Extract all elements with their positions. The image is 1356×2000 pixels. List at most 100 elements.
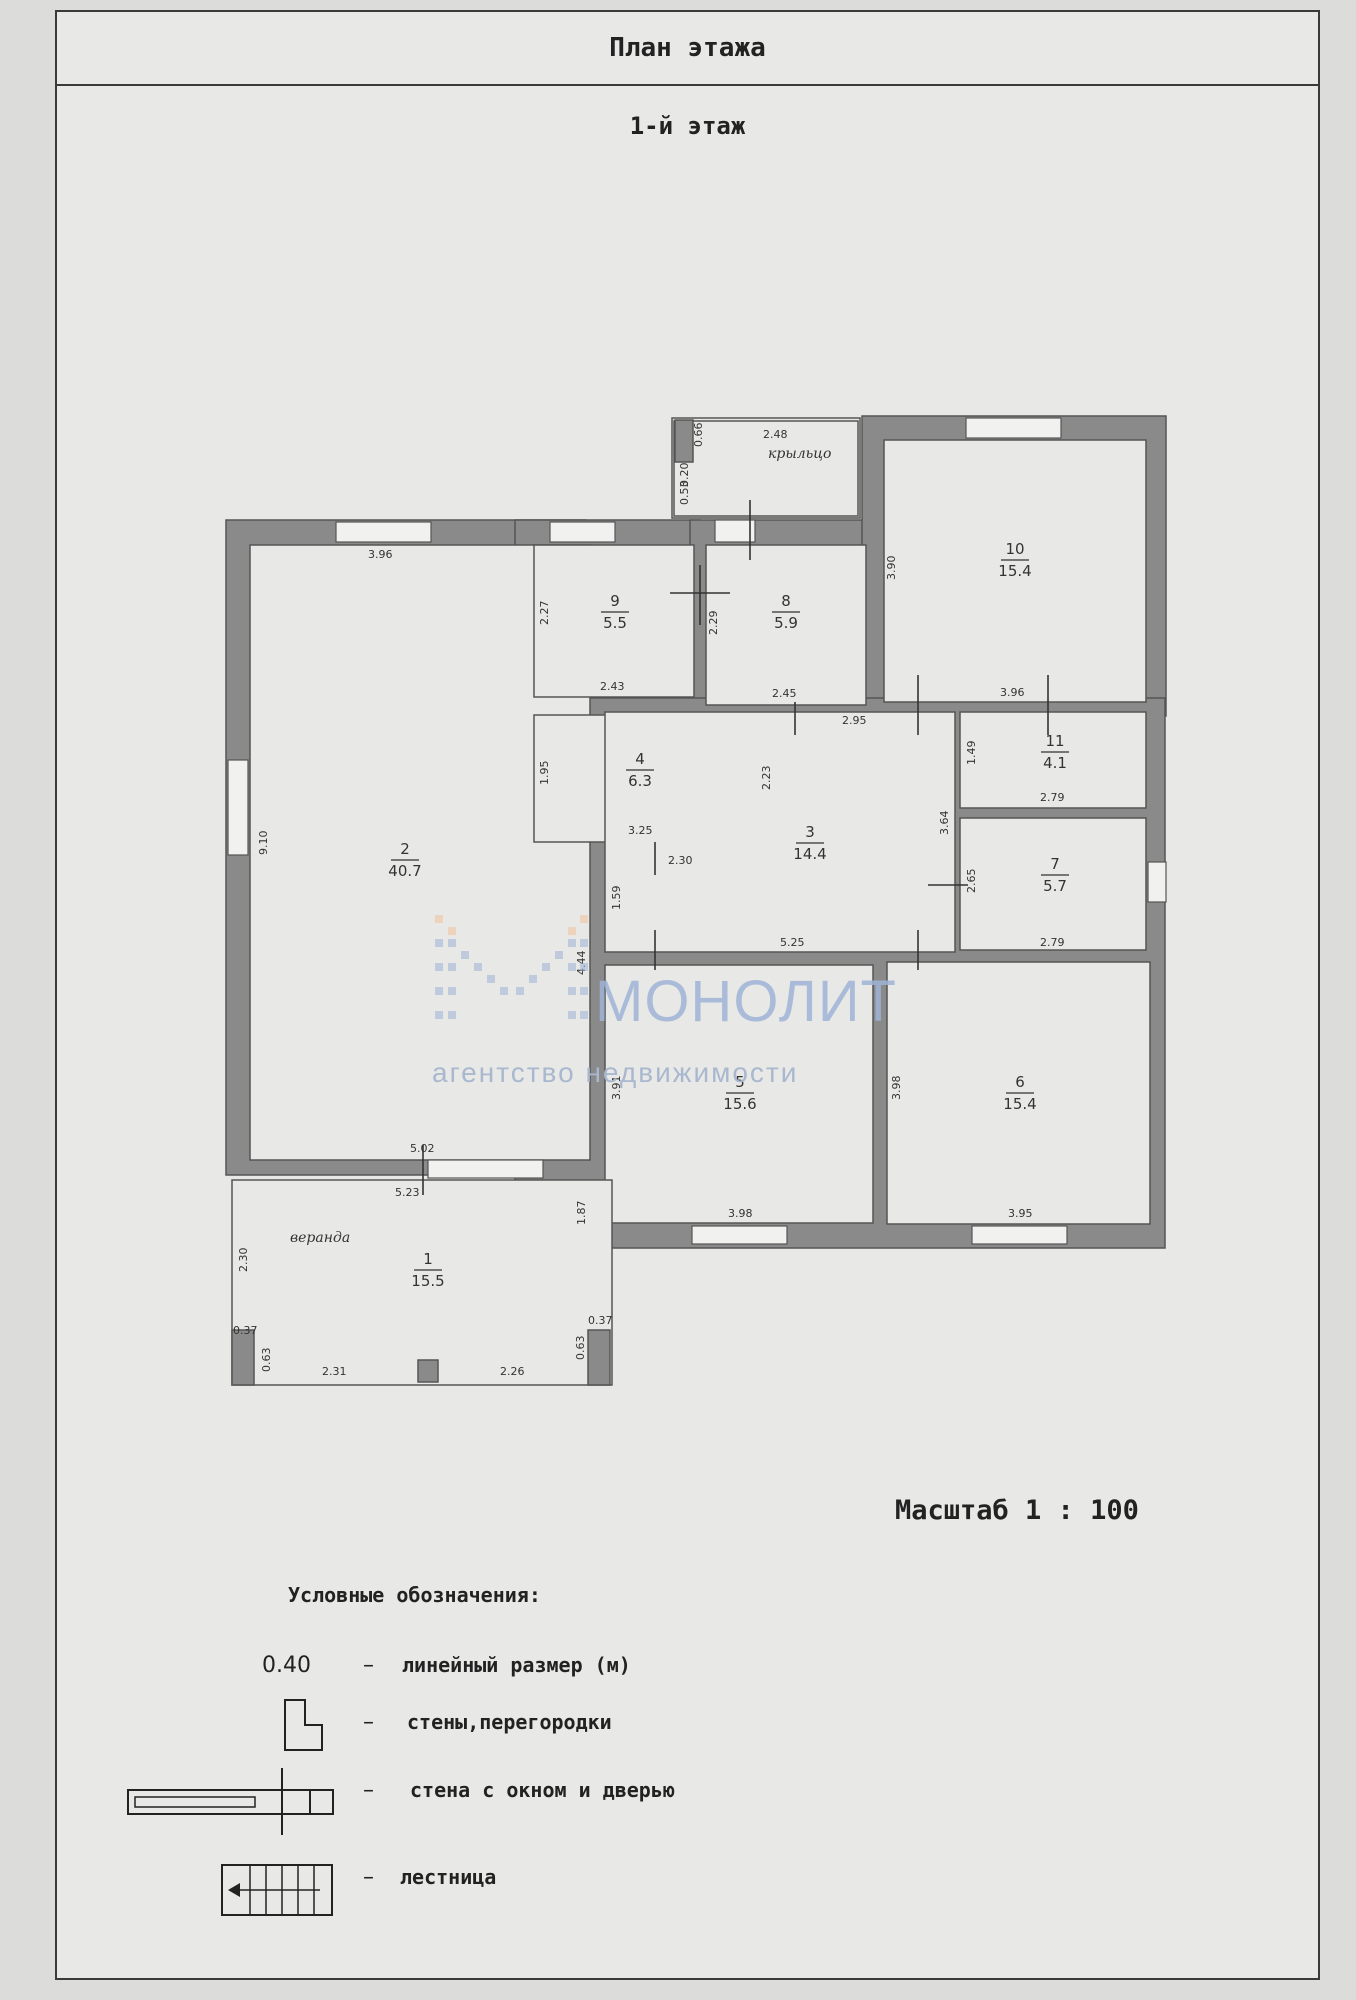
dimension-label: 1.59	[610, 886, 623, 911]
room-area: 15.4	[1003, 1095, 1036, 1113]
dimension-label: 5.02	[410, 1142, 435, 1155]
legend-text-window-door: стена с окном и дверью	[410, 1778, 675, 1802]
room-label-6: 615.4	[1003, 1073, 1036, 1113]
dimension-label: 2.65	[965, 869, 978, 894]
room-label-2: 240.7	[388, 840, 421, 880]
dimension-label: 2.31	[322, 1365, 347, 1378]
room-label-9: 95.5	[601, 592, 629, 632]
dimension-label: 2.23	[760, 766, 773, 791]
legend-dash: –	[363, 1778, 374, 1803]
dimension-label: 0.37	[233, 1324, 258, 1337]
dimension-label: 3.95	[1008, 1207, 1033, 1220]
room-number: 8	[781, 592, 791, 610]
room-area: 5.5	[603, 614, 627, 632]
window-icon	[427, 1159, 544, 1179]
dimension-label: 3.96	[1000, 686, 1025, 699]
window-icon	[549, 521, 616, 543]
room-area: 15.5	[411, 1272, 444, 1290]
dimension-label: 3.96	[368, 548, 393, 561]
dimension-label: 1.49	[965, 741, 978, 766]
window-icon	[1147, 861, 1167, 903]
room-label-4: 46.3	[626, 750, 654, 790]
dimension-label: 2.29	[707, 611, 720, 636]
room-number: 11	[1045, 732, 1064, 750]
room-area: 15.6	[723, 1095, 756, 1113]
room-number: 9	[610, 592, 620, 610]
room-label-8: 85.9	[772, 592, 800, 632]
room-number: 5	[735, 1073, 745, 1091]
room-number: 7	[1050, 855, 1060, 873]
room-label-3: 314.4	[793, 823, 826, 863]
room-8-interior	[705, 544, 867, 706]
window-icon	[971, 1225, 1068, 1245]
room-area: 6.3	[628, 772, 652, 790]
dimension-label: 3.90	[885, 556, 898, 581]
dimension-label: 2.27	[538, 601, 551, 626]
window-icon	[714, 519, 756, 543]
room-3-interior	[604, 711, 956, 953]
room-9-interior	[533, 544, 695, 698]
room-name: веранда	[290, 1230, 350, 1246]
room-number: 6	[1015, 1073, 1025, 1091]
room-area: 40.7	[388, 862, 421, 880]
dimension-label: 2.43	[600, 680, 625, 693]
dimension-label: 2.48	[763, 428, 788, 441]
room-1-interior	[231, 1179, 613, 1386]
room-area: 4.1	[1043, 754, 1067, 772]
watermark-logo-icon	[435, 915, 588, 1019]
page-title: План этажа	[57, 12, 1318, 86]
watermark-name: МОНОЛИТ	[595, 969, 897, 1034]
room-label-1: 1 15.5 веранда	[290, 1230, 445, 1290]
window-icon	[227, 759, 249, 856]
room-number: 3	[805, 823, 815, 841]
dimension-label: 1.87	[575, 1201, 588, 1226]
dimension-label: 2.79	[1040, 791, 1065, 804]
dimension-label: 3.91	[610, 1076, 623, 1101]
windows	[227, 417, 1167, 1245]
legend-text-walls: стены,перегородки	[407, 1710, 612, 1734]
legend-title: Условные обозначения:	[288, 1583, 541, 1607]
room-number: 4	[635, 750, 645, 768]
dimension-label: 2.95	[842, 714, 867, 727]
room-area: 14.4	[793, 845, 826, 863]
room-10-interior	[883, 439, 1147, 703]
room-5-interior	[604, 964, 874, 1224]
dimension-label: 2.79	[1040, 936, 1065, 949]
dimensions-layer: 2.480.660.200.533.969.105.024.442.432.27…	[233, 423, 1065, 1379]
legend-text-stairs: лестница	[400, 1865, 497, 1889]
legend-dash: –	[363, 1710, 374, 1735]
window-icon	[335, 521, 432, 543]
rooms	[231, 420, 1151, 1386]
watermark-subtitle: агентство недвижимости	[432, 1057, 799, 1088]
floor-plan-drawing: 115.5веранда240.7314.446.3515.6615.475.7…	[225, 415, 1167, 1386]
room-area: 5.9	[774, 614, 798, 632]
dimension-label: 2.45	[772, 687, 797, 700]
dimension-label: 3.64	[938, 811, 951, 836]
dimension-label: 1.95	[538, 761, 551, 786]
dimension-label: 0.63	[260, 1348, 273, 1373]
dimension-label: 9.10	[257, 831, 270, 856]
dimension-label: 2.26	[500, 1365, 525, 1378]
dimension-label: 0.37	[588, 1314, 613, 1327]
room-area: 5.7	[1043, 877, 1067, 895]
doors	[422, 500, 1049, 1195]
legend-dimension-sample: 0.40	[262, 1653, 311, 1678]
room-number: 1	[423, 1250, 433, 1268]
room-11-interior	[959, 711, 1147, 809]
legend-text-dimension: линейный размер (м)	[402, 1653, 631, 1677]
labels-layer: 115.5веранда240.7314.446.3515.6615.475.7…	[290, 446, 1069, 1290]
room-label-5: 515.6	[723, 1073, 756, 1113]
dimension-label: 0.20	[678, 463, 691, 488]
porch-name: крыльцо	[768, 446, 831, 462]
dimension-label: 2.30	[237, 1248, 250, 1273]
legend-dash: –	[363, 1653, 374, 1678]
dimension-label: 0.66	[692, 423, 705, 448]
room-label-7: 75.7	[1041, 855, 1069, 895]
veranda-posts	[231, 419, 694, 1386]
window-icon	[691, 1225, 788, 1245]
dimension-label: 0.63	[574, 1336, 587, 1361]
dimension-label: 2.30	[668, 854, 693, 867]
dimension-label: 3.98	[728, 1207, 753, 1220]
room-label-11: 114.1	[1041, 732, 1069, 772]
